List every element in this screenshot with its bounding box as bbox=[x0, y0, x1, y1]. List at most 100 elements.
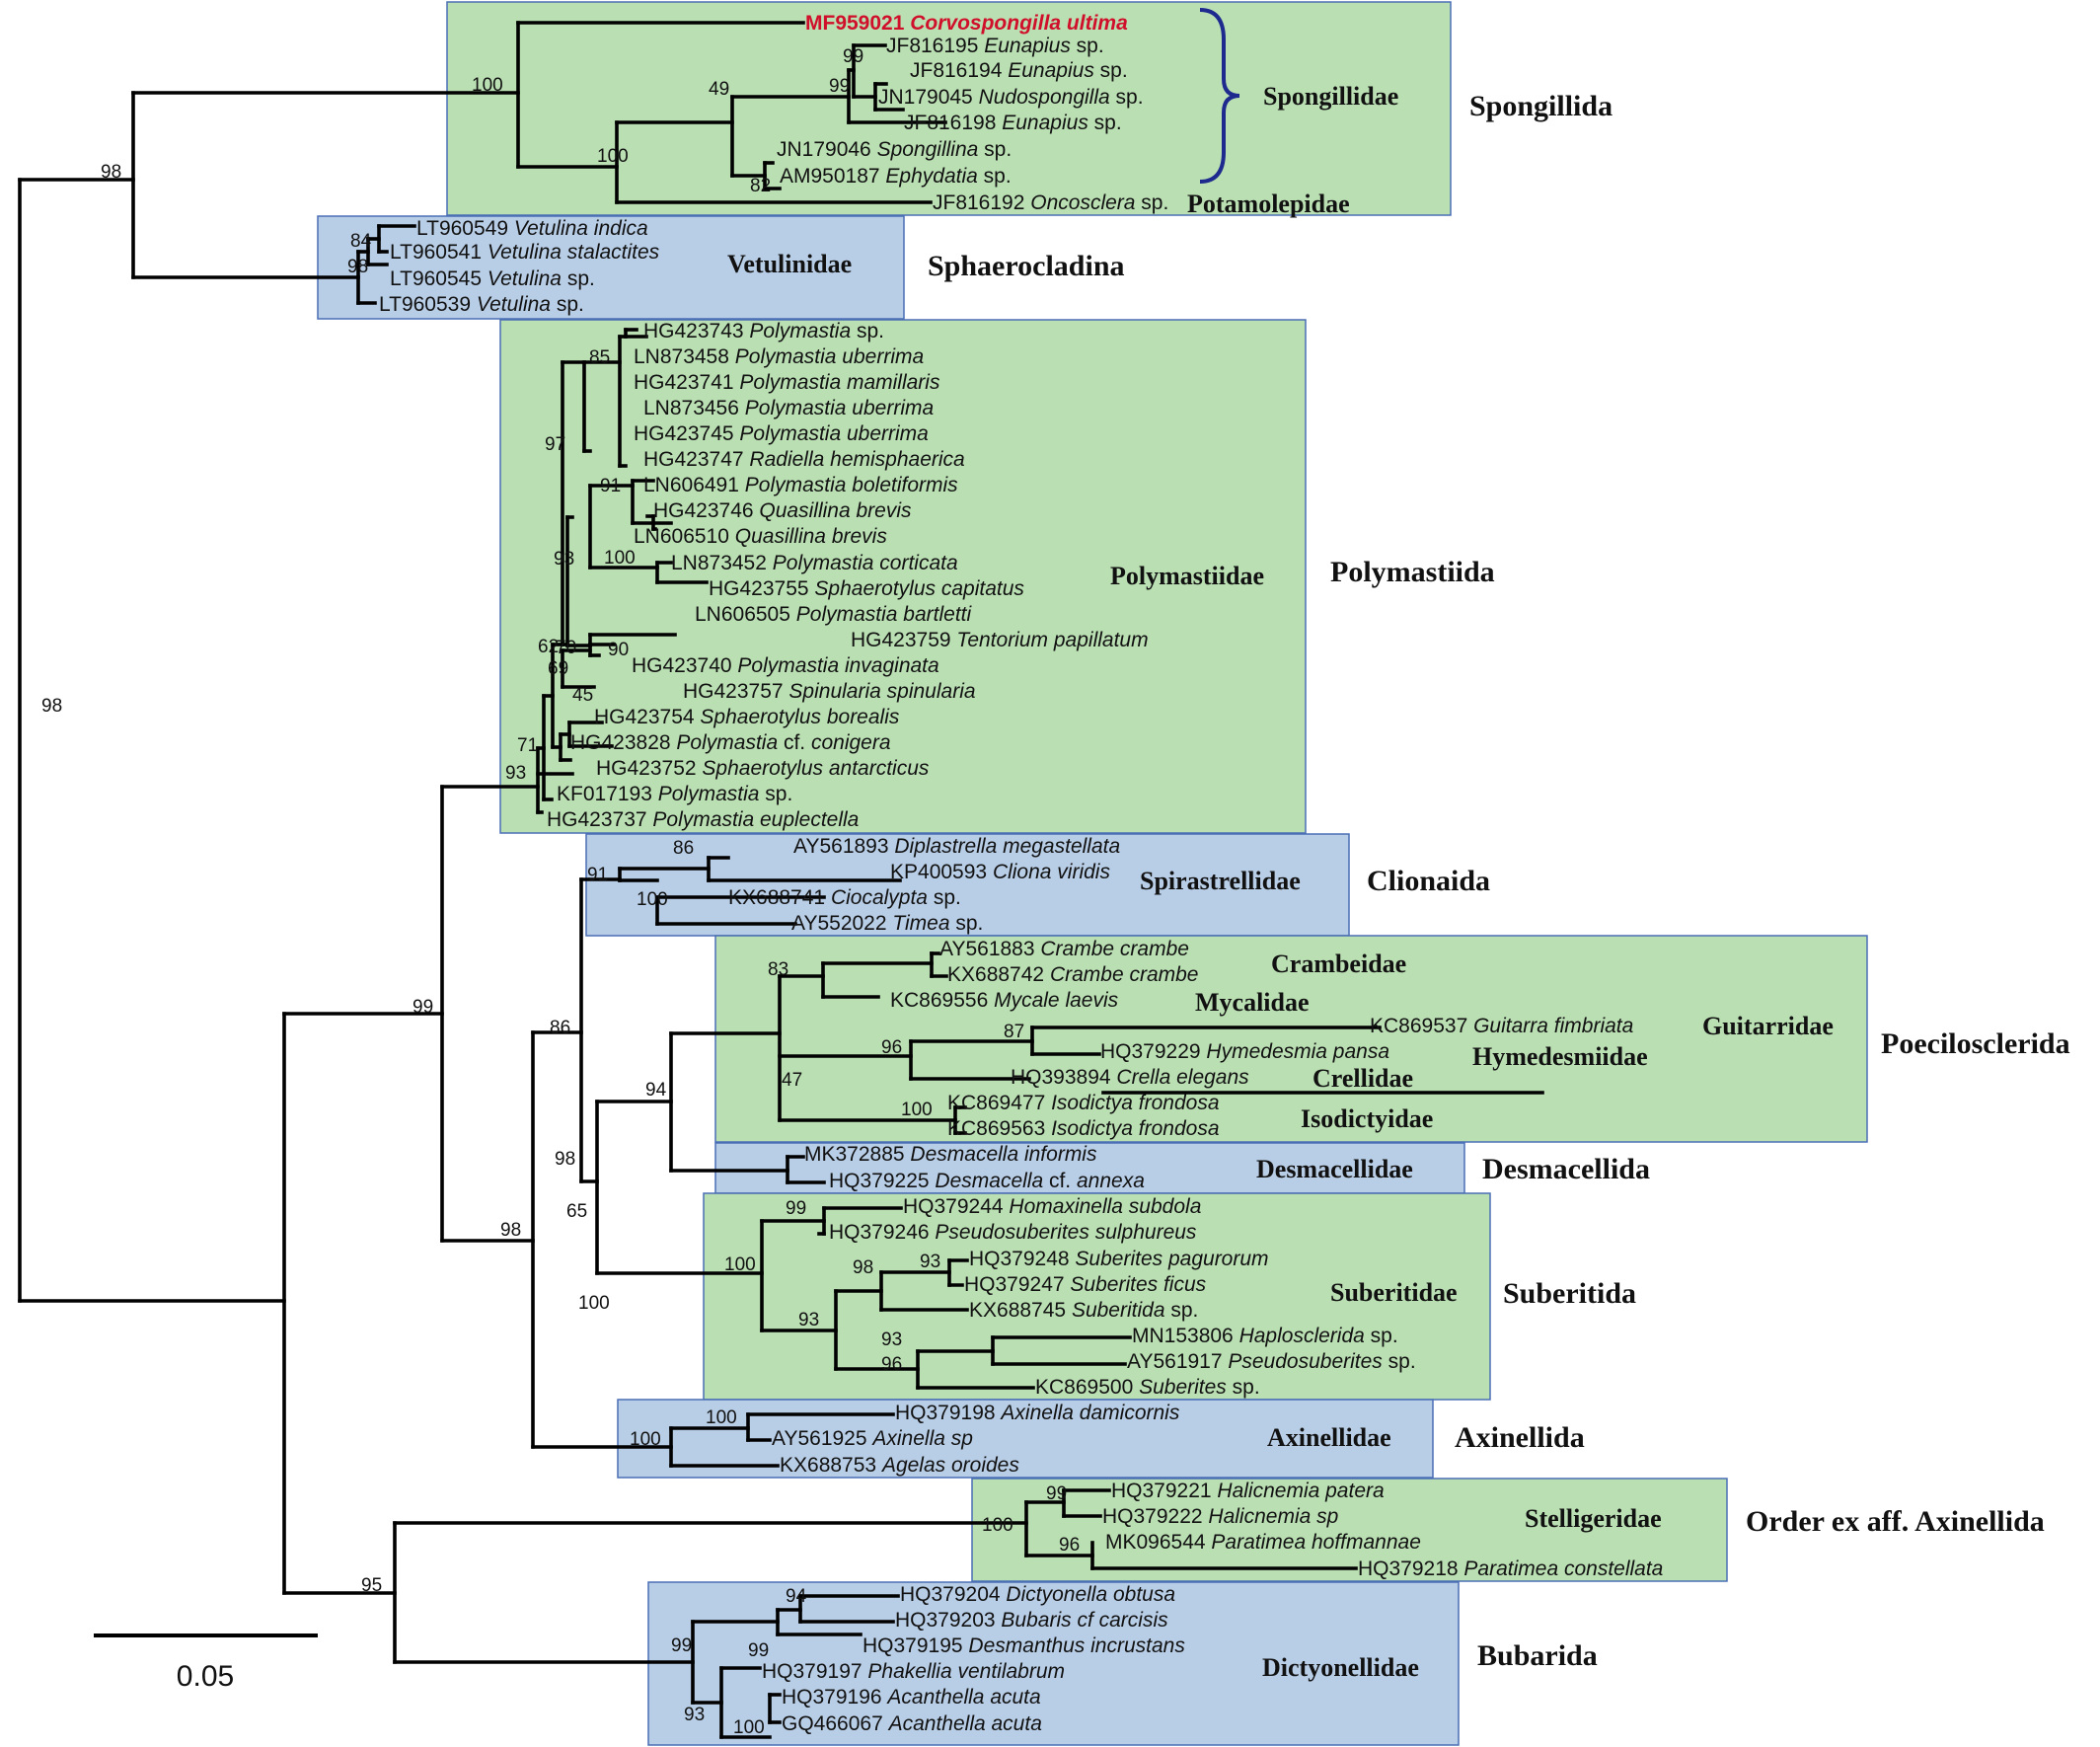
scale-bar-label: 0.05 bbox=[177, 1660, 234, 1693]
family-label-isodictyidae: Isodictyidae bbox=[1301, 1104, 1433, 1133]
family-label-potamolepidae: Potamolepidae bbox=[1187, 190, 1350, 218]
taxon-label: HQ379218 Paratimea constellata bbox=[1358, 1557, 1663, 1580]
bootstrap-value: 98 bbox=[101, 162, 121, 183]
bootstrap-value: 90 bbox=[608, 640, 629, 660]
taxon-label: HG423741 Polymastia mamillaris bbox=[634, 371, 940, 394]
bootstrap-value: 99 bbox=[1046, 1483, 1067, 1504]
bootstrap-value: 82 bbox=[750, 176, 771, 196]
bootstrap-value: 93 bbox=[920, 1252, 940, 1272]
taxon-label: HQ379197 Phakellia ventilabrum bbox=[762, 1660, 1065, 1683]
bootstrap-value: 84 bbox=[350, 231, 372, 252]
bootstrap-value: 99 bbox=[786, 1198, 806, 1219]
taxon-label: JF816194 Eunapius sp. bbox=[910, 59, 1128, 82]
bootstrap-value: 85 bbox=[589, 347, 610, 368]
taxon-label: KC869477 Isodictya frondosa bbox=[947, 1092, 1220, 1114]
family-label-spongillidae: Spongillidae bbox=[1263, 82, 1398, 111]
taxon-label: KX688741 Ciocalypta sp. bbox=[728, 886, 961, 909]
bootstrap-value: 83 bbox=[768, 959, 788, 980]
tree-branches bbox=[18, 21, 1544, 1739]
taxon-label: MF959021 Corvospongilla ultima bbox=[805, 12, 1128, 35]
taxon-label: GQ466067 Acanthella acuta bbox=[782, 1712, 1042, 1735]
clade-box-spongillida bbox=[446, 1, 1452, 216]
bootstrap-value: 69 bbox=[548, 658, 568, 679]
taxon-label: JF816195 Eunapius sp. bbox=[886, 35, 1104, 57]
taxon-label: LN873458 Polymastia uberrima bbox=[634, 345, 924, 368]
family-label-polymastiidae: Polymastiidae bbox=[1110, 562, 1264, 590]
bootstrap-value: 91 bbox=[587, 865, 608, 885]
bootstrap-value: 45 bbox=[572, 685, 593, 706]
taxon-label: LN606510 Quasillina brevis bbox=[634, 525, 887, 548]
family-labels: SpongillidaePotamolepidaeVetulinidaePoly… bbox=[727, 82, 1834, 1682]
family-label-axinellidae: Axinellidae bbox=[1267, 1423, 1391, 1452]
bootstrap-value: 94 bbox=[645, 1080, 667, 1101]
taxon-label: HG423754 Sphaerotylus borealis bbox=[594, 706, 900, 728]
taxon-label: LT960539 Vetulina sp. bbox=[379, 293, 584, 316]
taxon-label: KC869563 Isodictya frondosa bbox=[947, 1117, 1220, 1140]
family-label-dictyonellidae: Dictyonellidae bbox=[1262, 1653, 1419, 1682]
bootstrap-value: 87 bbox=[1004, 1022, 1024, 1042]
bootstrap-value: 62 bbox=[538, 637, 559, 657]
taxon-label: HG423759 Tentorium papillatum bbox=[851, 629, 1149, 651]
bootstrap-value: 94 bbox=[786, 1586, 807, 1607]
bootstrap-value: 97 bbox=[545, 434, 565, 455]
taxon-label: HG423745 Polymastia uberrima bbox=[634, 422, 929, 445]
taxon-label: HQ393894 Crella elegans bbox=[1011, 1066, 1249, 1089]
bootstrap-value: 99 bbox=[412, 997, 433, 1018]
order-label-suberitida: Suberitida bbox=[1503, 1277, 1636, 1310]
taxon-label: HG423828 Polymastia cf. conigera bbox=[570, 731, 891, 754]
bootstrap-value: 98 bbox=[41, 696, 62, 717]
taxon-label: JF816192 Oncosclera sp. bbox=[933, 191, 1168, 214]
order-label-sphaerocladina: Sphaerocladina bbox=[928, 250, 1125, 282]
bootstrap-value: 93 bbox=[798, 1310, 819, 1330]
bootstrap-value: 99 bbox=[843, 46, 863, 67]
spongillidae-brace bbox=[1199, 8, 1240, 184]
bootstrap-value: 98 bbox=[500, 1220, 521, 1241]
taxon-label: HQ379229 Hymedesmia pansa bbox=[1100, 1040, 1389, 1063]
taxon-label: LT960545 Vetulina sp. bbox=[390, 267, 595, 290]
taxon-label: HQ379248 Suberites pagurorum bbox=[969, 1248, 1269, 1270]
taxon-label: AY561917 Pseudosuberites sp. bbox=[1127, 1350, 1416, 1373]
bootstrap-value: 99 bbox=[671, 1635, 692, 1656]
taxon-label: KX688753 Agelas oroides bbox=[780, 1454, 1019, 1477]
bootstrap-value: 65 bbox=[566, 1201, 587, 1222]
bootstrap-value: 95 bbox=[361, 1575, 382, 1596]
bootstrap-value: 93 bbox=[684, 1705, 705, 1725]
taxon-label: JF816198 Eunapius sp. bbox=[904, 112, 1122, 134]
family-label-desmacellidae: Desmacellidae bbox=[1256, 1155, 1413, 1183]
taxon-label: AY561893 Diplastrella megastellata bbox=[793, 835, 1120, 858]
bootstrap-value: 100 bbox=[472, 75, 503, 96]
order-label-clionaida: Clionaida bbox=[1367, 865, 1490, 897]
taxon-label: KC869537 Guitarra fimbriata bbox=[1370, 1015, 1633, 1037]
family-label-guitarridae: Guitarridae bbox=[1702, 1012, 1834, 1040]
bootstrap-value: 47 bbox=[782, 1070, 802, 1091]
bootstrap-value: 96 bbox=[881, 1354, 902, 1375]
order-label-spongillida: Spongillida bbox=[1469, 90, 1612, 122]
taxon-label: LN873452 Polymastia corticata bbox=[671, 552, 958, 574]
taxon-label: HQ379203 Bubaris cf carcisis bbox=[895, 1609, 1168, 1632]
order-label-polymastiida: Polymastiida bbox=[1330, 556, 1495, 588]
taxon-label: KP400593 Cliona viridis bbox=[890, 861, 1110, 883]
order-label-order-ex-aff-axinellida: Order ex aff. Axinellida bbox=[1746, 1505, 2045, 1538]
bootstrap-value: 100 bbox=[733, 1717, 765, 1738]
taxon-label: HQ379196 Acanthella acuta bbox=[782, 1686, 1041, 1709]
family-label-crambeidae: Crambeidae bbox=[1271, 949, 1406, 978]
bootstrap-value: 71 bbox=[517, 735, 538, 756]
taxon-label: AM950187 Ephydatia sp. bbox=[780, 165, 1012, 188]
taxon-label: KF017193 Polymastia sp. bbox=[557, 783, 792, 805]
family-label-suberitidae: Suberitidae bbox=[1330, 1278, 1458, 1307]
taxon-label: MK372885 Desmacella informis bbox=[804, 1143, 1097, 1166]
taxon-label: JN179045 Nudospongilla sp. bbox=[878, 86, 1144, 109]
taxon-label: HQ379222 Halicnemia sp bbox=[1102, 1505, 1338, 1528]
taxon-label: HG423746 Quasillina brevis bbox=[653, 499, 912, 522]
family-label-mycalidae: Mycalidae bbox=[1195, 988, 1310, 1017]
bootstrap-value: 96 bbox=[1059, 1535, 1080, 1556]
clade-boxes bbox=[317, 1, 1868, 1746]
taxon-label: JN179046 Spongillina sp. bbox=[777, 138, 1012, 161]
taxon-label: HG423747 Radiella hemisphaerica bbox=[643, 448, 965, 471]
bootstrap-value: 98 bbox=[853, 1257, 873, 1278]
clade-box-clionaida bbox=[585, 833, 1350, 937]
taxon-label: KX688742 Crambe crambe bbox=[947, 963, 1199, 986]
family-label-stelligeridae: Stelligeridae bbox=[1525, 1504, 1662, 1533]
